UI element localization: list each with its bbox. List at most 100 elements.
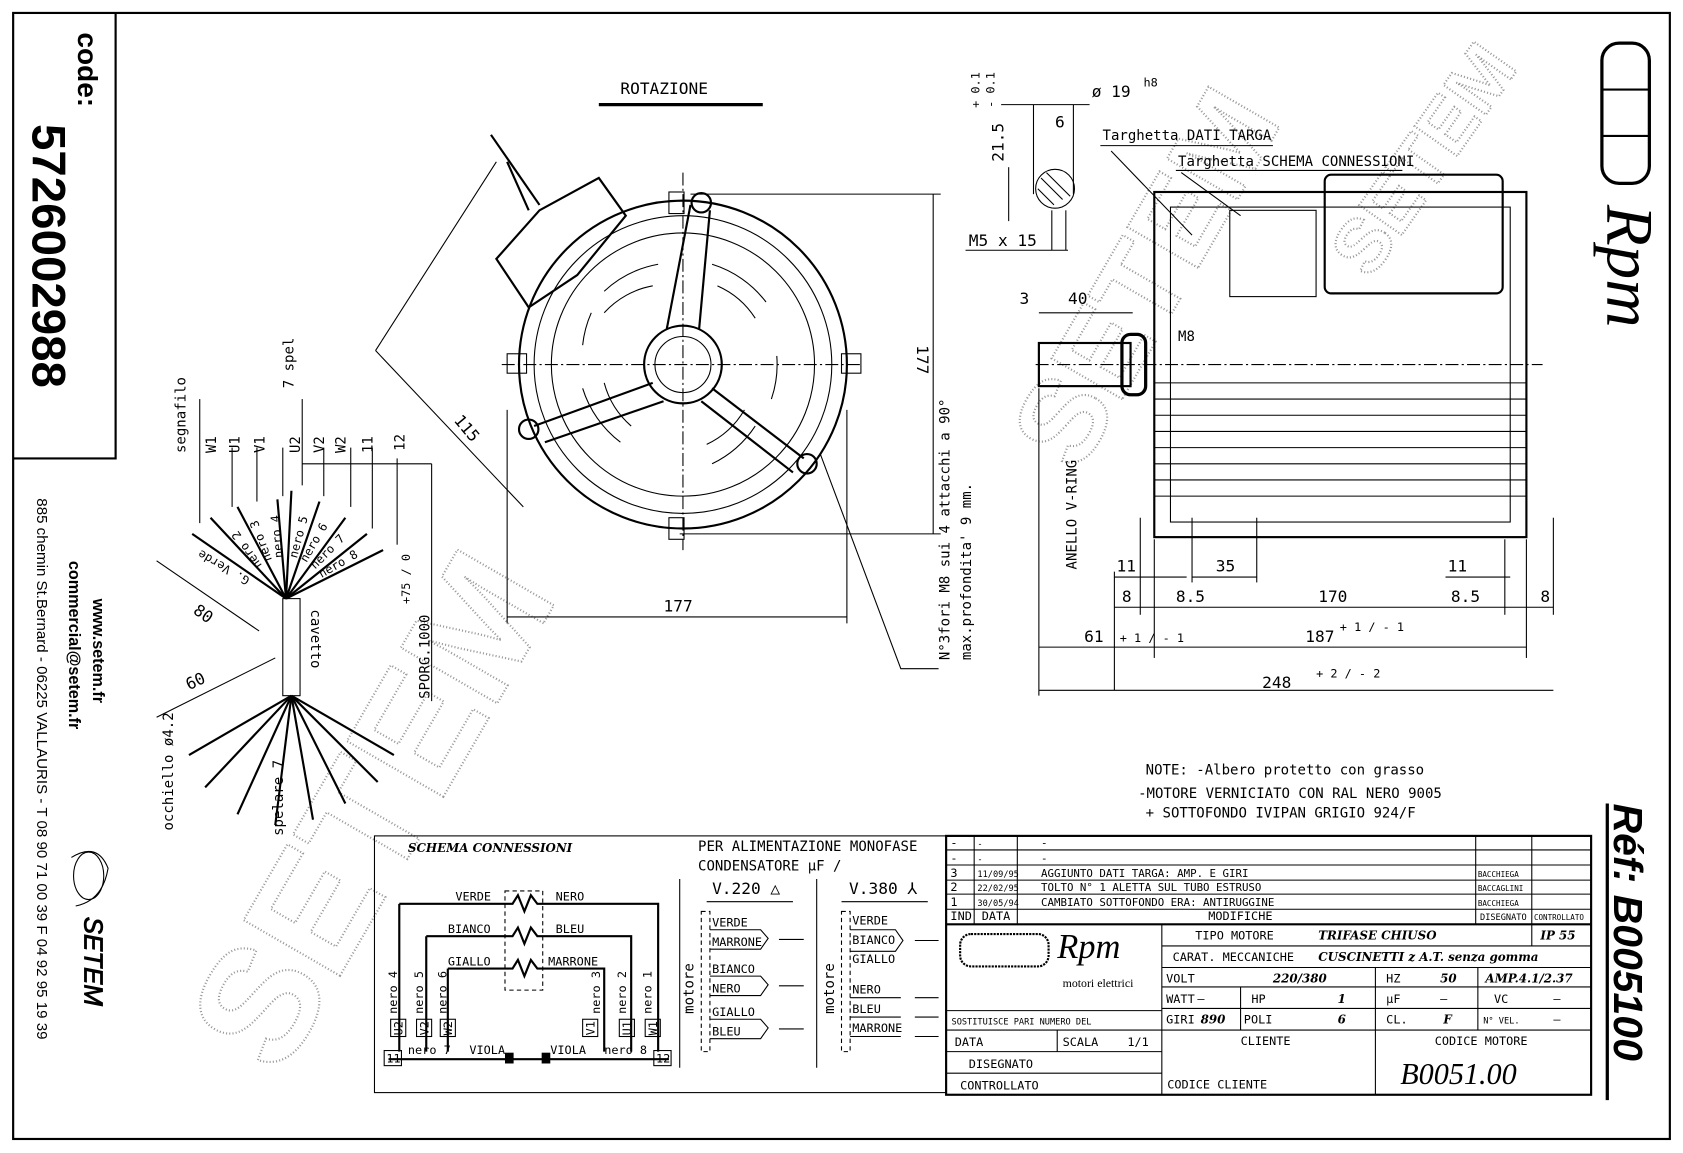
- revision-text: AGGIUNTO DATI TARGA: AMP. E GIRI: [1041, 867, 1248, 880]
- svg-text:187: 187: [1305, 627, 1334, 646]
- svg-text:VOLT: VOLT: [1166, 972, 1195, 986]
- svg-text:nero 3: nero 3: [589, 971, 603, 1014]
- svg-text:VIOLA: VIOLA: [550, 1043, 586, 1057]
- shaft-detail: ø 19 h8 6 21.5 + 0.1 - 0.1 M5 x 15: [965, 72, 1158, 251]
- svg-text:HZ: HZ: [1386, 972, 1400, 986]
- svg-text:F: F: [1442, 1013, 1453, 1027]
- svg-text:1: 1: [1338, 992, 1346, 1006]
- holes-note-1: N°3fori M8 sui 4 attacchi a 90°: [937, 398, 953, 660]
- svg-text:7 spel: 7 spel: [282, 338, 298, 389]
- key-width: 6: [1055, 112, 1065, 131]
- revision-text: -: [1041, 852, 1047, 865]
- svg-text:CUSCINETTI z A.T. senza gomma: CUSCINETTI z A.T. senza gomma: [1318, 950, 1538, 964]
- svg-text:TIPO MOTORE: TIPO MOTORE: [1195, 928, 1274, 942]
- svg-text:SETEM: SETEM: [78, 917, 106, 1007]
- svg-text:11: 11: [1117, 557, 1136, 576]
- svg-text:VERDE: VERDE: [712, 915, 748, 929]
- svg-text:+ 2 / - 2: + 2 / - 2: [1316, 666, 1380, 680]
- svg-text:nero 8: nero 8: [604, 1043, 647, 1057]
- svg-text:12: 12: [393, 434, 409, 451]
- terminal-box: [1323, 173, 1504, 295]
- svg-text:–: –: [1553, 1013, 1561, 1027]
- svg-text:8.5: 8.5: [1176, 587, 1205, 606]
- revision-date: -: [977, 855, 982, 865]
- svg-text:NOTE: -Albero protetto con gra: NOTE: -Albero protetto con grasso: [1146, 762, 1424, 778]
- motor-housing: [517, 199, 848, 530]
- svg-text:motori elettrici: motori elettrici: [1063, 976, 1135, 990]
- motor-code: B0051.00: [1400, 1057, 1517, 1091]
- code-value: 5726002988: [22, 124, 75, 388]
- revision-ind: 3: [950, 866, 957, 880]
- holes-note-2: max.profondita' 9 mm.: [959, 483, 975, 660]
- svg-text:CARAT. MECCANICHE: CARAT. MECCANICHE: [1173, 950, 1294, 964]
- connection-schema: SCHEMA CONNESSIONI VERDE BIANCO GIALLO N…: [373, 835, 947, 1094]
- dim-front-width: 177: [664, 597, 693, 616]
- rpm-title-logo: Rpm: [959, 928, 1120, 968]
- rotation-title: ROTAZIONE: [620, 79, 708, 98]
- svg-text:1/1: 1/1: [1127, 1035, 1148, 1049]
- svg-text:CODICE MOTORE: CODICE MOTORE: [1435, 1034, 1528, 1048]
- side-view: Targhetta DATI TARGA Targhetta SCHEMA CO…: [1019, 128, 1554, 696]
- revision-ind: 1: [950, 895, 957, 909]
- svg-text:CONTROLLATO: CONTROLLATO: [960, 1078, 1039, 1092]
- svg-text:U2: U2: [288, 436, 304, 453]
- setem-logo: SETEM: [71, 850, 109, 1007]
- svg-text:POLI: POLI: [1244, 1013, 1273, 1027]
- svg-text:TRIFASE CHIUSO: TRIFASE CHIUSO: [1318, 928, 1437, 942]
- shaft-thread: M5 x 15: [969, 231, 1037, 250]
- revision-date: 11/09/95: [977, 870, 1018, 880]
- website: www.setem.fr: [89, 598, 107, 704]
- svg-text:BIANCO: BIANCO: [712, 962, 755, 976]
- revision-date: 22/02/95: [977, 884, 1018, 894]
- svg-text:MARRONE: MARRONE: [712, 935, 762, 949]
- svg-text:8: 8: [1122, 587, 1132, 606]
- svg-text:+ 1 / - 1: + 1 / - 1: [1120, 631, 1184, 645]
- svg-text:SPORG.1000: SPORG.1000: [417, 615, 433, 699]
- svg-text:BLEU: BLEU: [712, 1024, 741, 1038]
- svg-text:MARRONE: MARRONE: [548, 954, 598, 968]
- svg-text:NERO: NERO: [556, 890, 585, 904]
- svg-text:nero 4: nero 4: [386, 971, 400, 1014]
- svg-text:V1: V1: [252, 436, 268, 453]
- svg-text:V2: V2: [417, 1021, 431, 1035]
- address: 885 chemin St.Bernard - 06225 VALLAURIS …: [33, 498, 50, 1039]
- svg-text:3: 3: [1019, 289, 1029, 308]
- svg-text:W2: W2: [333, 436, 349, 453]
- svg-text:-MOTORE VERNICIATO CON RAL NER: -MOTORE VERNICIATO CON RAL NERO 9005: [1138, 786, 1442, 802]
- svg-text:HP: HP: [1251, 992, 1265, 1006]
- svg-text:50: 50: [1440, 972, 1457, 986]
- sheet-border: [12, 11, 1671, 1141]
- svg-text:SCHEMA CONNESSIONI: SCHEMA CONNESSIONI: [408, 841, 573, 855]
- revision-date: 30/05/94: [977, 899, 1018, 909]
- shaft-diameter: ø 19: [1092, 82, 1131, 101]
- svg-text:SOSTITUISCE PARI NUMERO DEL: SOSTITUISCE PARI NUMERO DEL: [952, 1018, 1092, 1028]
- svg-text:MODIFICHE: MODIFICHE: [1208, 909, 1272, 923]
- revision-text: CAMBIATO SOTTOFONDO ERA: ANTIRUGGINE: [1041, 896, 1274, 909]
- svg-text:GIALLO: GIALLO: [712, 1005, 755, 1019]
- svg-text:BLEU: BLEU: [556, 922, 585, 936]
- svg-text:VERDE: VERDE: [455, 890, 491, 904]
- svg-text:VIOLA: VIOLA: [469, 1043, 505, 1057]
- shaft-hub: [643, 324, 723, 405]
- svg-text:NERO: NERO: [712, 981, 741, 995]
- svg-text:+ 0.1: + 0.1: [969, 72, 983, 108]
- svg-text:+ SOTTOFONDO IVIPAN GRIGIO 924: + SOTTOFONDO IVIPAN GRIGIO 924/F: [1146, 806, 1416, 822]
- svg-text:8: 8: [1540, 587, 1550, 606]
- svg-text:BIANCO: BIANCO: [448, 922, 491, 936]
- rpm-logo: Rpm: [1592, 41, 1666, 327]
- svg-text:CLIENTE: CLIENTE: [1241, 1034, 1291, 1048]
- svg-text:occhiello ø4.2: occhiello ø4.2: [161, 712, 177, 830]
- svg-text:PER ALIMENTAZIONE MONOFASE: PER ALIMENTAZIONE MONOFASE: [698, 839, 917, 855]
- svg-text:Rpm: Rpm: [1056, 928, 1120, 966]
- code-box: [13, 12, 117, 460]
- svg-text:DISEGNATO: DISEGNATO: [1480, 913, 1527, 923]
- cable-gland: [490, 134, 628, 309]
- svg-text:248: 248: [1262, 673, 1291, 692]
- svg-text:–: –: [1553, 992, 1561, 1006]
- svg-text:U2: U2: [392, 1021, 406, 1035]
- svg-text:BIANCO: BIANCO: [852, 933, 895, 947]
- svg-text:U1: U1: [228, 436, 244, 453]
- svg-text:80: 80: [190, 600, 217, 627]
- label-wiring-plate: Targhetta SCHEMA CONNESSIONI: [1178, 154, 1414, 170]
